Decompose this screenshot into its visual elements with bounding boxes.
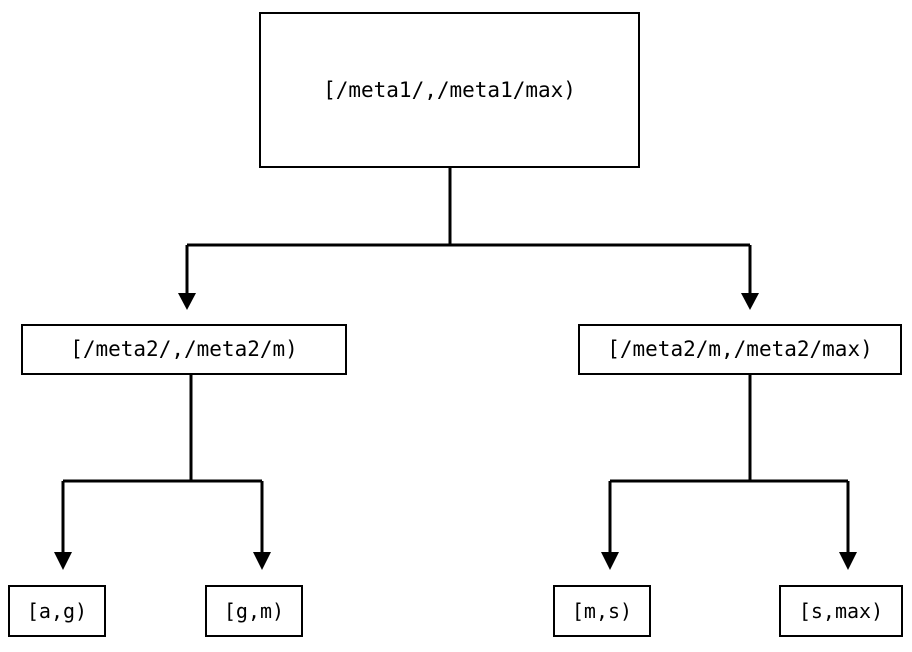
node-mid-left[interactable]: [/meta2/,/meta2/m) <box>21 324 347 375</box>
edge-group-mid-left <box>54 375 271 570</box>
node-mid-right[interactable]: [/meta2/m,/meta2/max) <box>578 324 902 375</box>
node-leaf-4[interactable]: [s,max) <box>779 585 903 637</box>
node-mid-right-label: [/meta2/m,/meta2/max) <box>607 337 873 361</box>
node-leaf-2[interactable]: [g,m) <box>205 585 303 637</box>
node-leaf-4-label: [s,max) <box>798 599 884 623</box>
edge-group-root <box>178 168 759 310</box>
arrowhead-mid-left-to-leaf1 <box>54 552 72 570</box>
node-mid-left-label: [/meta2/,/meta2/m) <box>70 337 298 361</box>
arrowhead-root-to-mid-right <box>741 293 759 310</box>
node-root-label: [/meta1/,/meta1/max) <box>323 77 576 102</box>
node-leaf-2-label: [g,m) <box>223 599 285 623</box>
node-leaf-1-label: [a,g) <box>26 599 88 623</box>
node-leaf-3-label: [m,s) <box>571 599 633 623</box>
node-root[interactable]: [/meta1/,/meta1/max) <box>259 12 640 168</box>
arrowhead-root-to-mid-left <box>178 293 196 310</box>
arrowhead-mid-left-to-leaf2 <box>253 552 271 570</box>
arrowhead-mid-right-to-leaf4 <box>839 552 857 570</box>
node-leaf-3[interactable]: [m,s) <box>553 585 651 637</box>
edge-group-mid-right <box>601 375 857 570</box>
node-leaf-1[interactable]: [a,g) <box>8 585 106 637</box>
arrowhead-mid-right-to-leaf3 <box>601 552 619 570</box>
